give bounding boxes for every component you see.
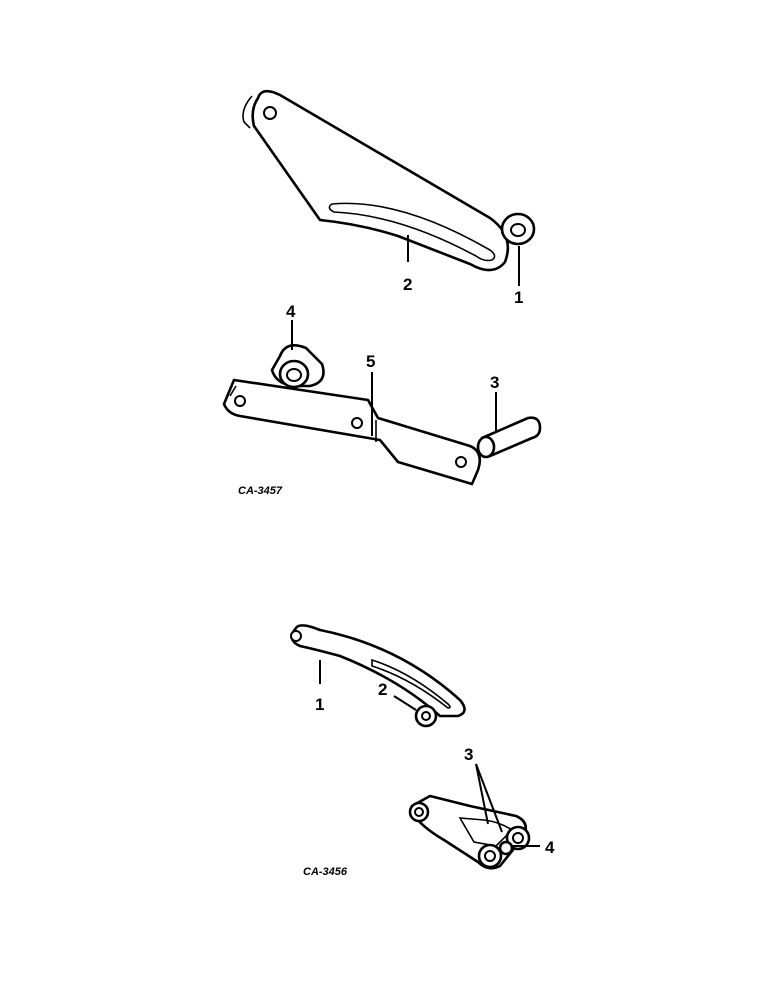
diagram-bottom: 1 2 3 4 CA-3456 [290,624,555,878]
leader-line [475,763,489,825]
mounting-bracket-part [408,794,528,870]
callout-label: 5 [366,352,375,371]
leader-line [475,763,503,833]
callout-label: 4 [545,838,555,857]
callout-label: 4 [286,302,296,321]
callout-label: 3 [464,745,473,764]
diagram-top: 2 1 4 5 3 CA-3457 [222,89,542,497]
figure-code: CA-3457 [238,485,283,497]
figure-code: CA-3456 [303,866,348,878]
callout-label: 1 [315,695,324,714]
leader-line [393,695,417,711]
pin-part [476,416,542,459]
brace-bar-part [222,378,482,486]
bushing-part [498,825,531,856]
callout-label: 2 [378,680,387,699]
callout-label: 1 [514,288,523,307]
washer-part [414,704,438,728]
washer-part [500,212,536,246]
callout-label: 3 [490,373,499,392]
slotted-bracket-part [242,89,510,272]
curved-slotted-strap-part [290,624,466,718]
callout-label: 2 [403,275,412,294]
spacer-part [270,344,325,389]
